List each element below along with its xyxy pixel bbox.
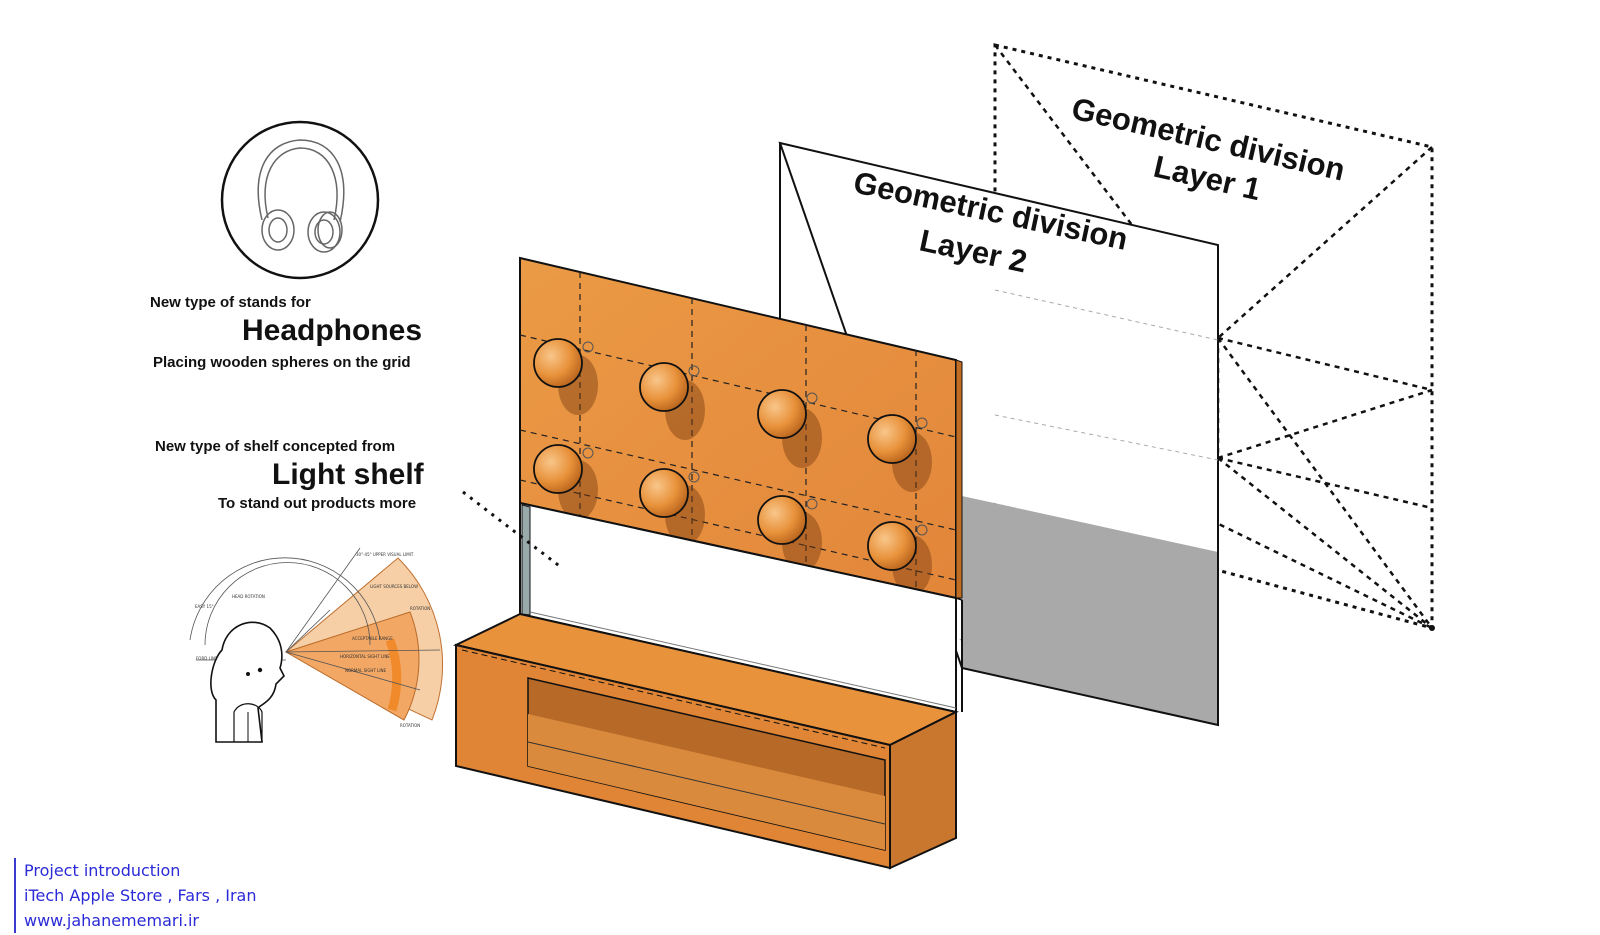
credit-line-project: iTech Apple Store , Fars , Iran bbox=[24, 886, 257, 905]
credit-line-intro: Project introduction bbox=[24, 861, 181, 880]
svg-text:ACCEPTABLE RANGE: ACCEPTABLE RANGE bbox=[352, 636, 393, 641]
headphones-subtitle: Placing wooden spheres on the grid bbox=[153, 354, 411, 371]
svg-text:EASY 15°: EASY 15° bbox=[195, 604, 214, 609]
headphones-title: Headphones bbox=[242, 314, 423, 347]
human-sightline-diagram: 30°-45° UPPER VISUAL LIMIT LIGHT SOURCES… bbox=[189, 547, 444, 743]
sphere bbox=[533, 338, 583, 388]
svg-text:ROTATION: ROTATION bbox=[400, 723, 420, 728]
sphere bbox=[867, 521, 917, 571]
svg-text:HEAD ROTATION: HEAD ROTATION bbox=[232, 594, 265, 599]
light-shelf-intro: New type of shelf concepted from bbox=[155, 438, 396, 455]
sphere bbox=[867, 414, 917, 464]
light-shelf-pointer bbox=[462, 490, 563, 570]
wooden-grid-panel bbox=[519, 256, 963, 600]
credit-line-website[interactable]: www.jahanememari.ir bbox=[24, 911, 200, 930]
base-shelf-box bbox=[453, 612, 959, 870]
svg-text:HORIZONTAL SIGHT LINE: HORIZONTAL SIGHT LINE bbox=[340, 654, 390, 659]
light-shelf-glass bbox=[519, 501, 963, 714]
svg-text:FORD LINE: FORD LINE bbox=[196, 656, 218, 661]
sphere bbox=[757, 495, 807, 545]
sphere bbox=[757, 389, 807, 439]
svg-text:30°-45° UPPER VISUAL LIMIT: 30°-45° UPPER VISUAL LIMIT bbox=[356, 552, 414, 557]
sphere bbox=[639, 362, 689, 412]
svg-text:NORMAL SIGHT LINE: NORMAL SIGHT LINE bbox=[345, 668, 387, 673]
light-shelf-subtitle: To stand out products more bbox=[218, 495, 417, 512]
wooden-spheres bbox=[533, 338, 917, 571]
credits-block: Project introduction iTech Apple Store ,… bbox=[14, 858, 257, 933]
headphones-icon bbox=[220, 120, 380, 280]
svg-text:LIGHT SOURCES BELOW: LIGHT SOURCES BELOW bbox=[370, 584, 418, 589]
headphones-intro: New type of stands for bbox=[150, 294, 311, 311]
light-shelf-title: Light shelf bbox=[272, 458, 424, 491]
sphere bbox=[639, 468, 689, 518]
svg-text:ROTATION: ROTATION bbox=[410, 606, 430, 611]
sphere bbox=[533, 444, 583, 494]
